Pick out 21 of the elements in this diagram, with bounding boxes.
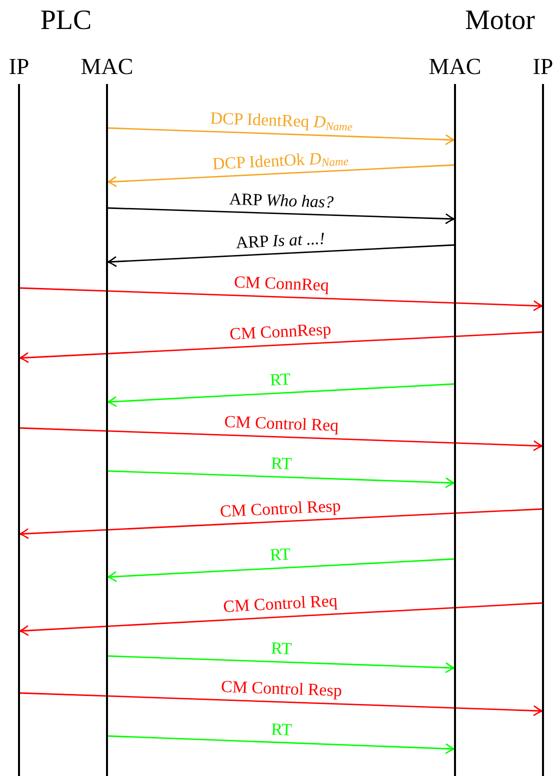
lane-heading: PLC — [40, 6, 92, 36]
lane-heading: Motor — [465, 6, 535, 36]
message-label: ARP Who has? — [229, 188, 334, 212]
message-label: ARP Is at ...! — [235, 228, 326, 252]
message-label: CM ConnReq — [234, 272, 330, 295]
message-label: DCP IdentReq D$_{Name}$ — [210, 108, 353, 132]
message-label: RT — [270, 454, 292, 474]
lifeline-label: IP — [532, 54, 554, 80]
message-label: RT — [270, 719, 292, 739]
message-label: CM Control Req — [224, 412, 339, 435]
message-label: CM Control Req — [222, 590, 338, 616]
message-label: RT — [270, 638, 292, 658]
message-label: CM ConnResp — [229, 320, 332, 344]
message-label: DCP IdentOk D$_{Name}$ — [212, 148, 349, 173]
message-label: CM Control Resp — [220, 496, 342, 520]
message-label: RT — [269, 544, 292, 565]
lifeline-label: IP — [8, 54, 30, 80]
lifeline-label: MAC — [80, 54, 134, 80]
lifeline-label: MAC — [428, 54, 482, 80]
message-label: CM Control Resp — [220, 676, 342, 700]
message-label: RT — [269, 370, 292, 390]
